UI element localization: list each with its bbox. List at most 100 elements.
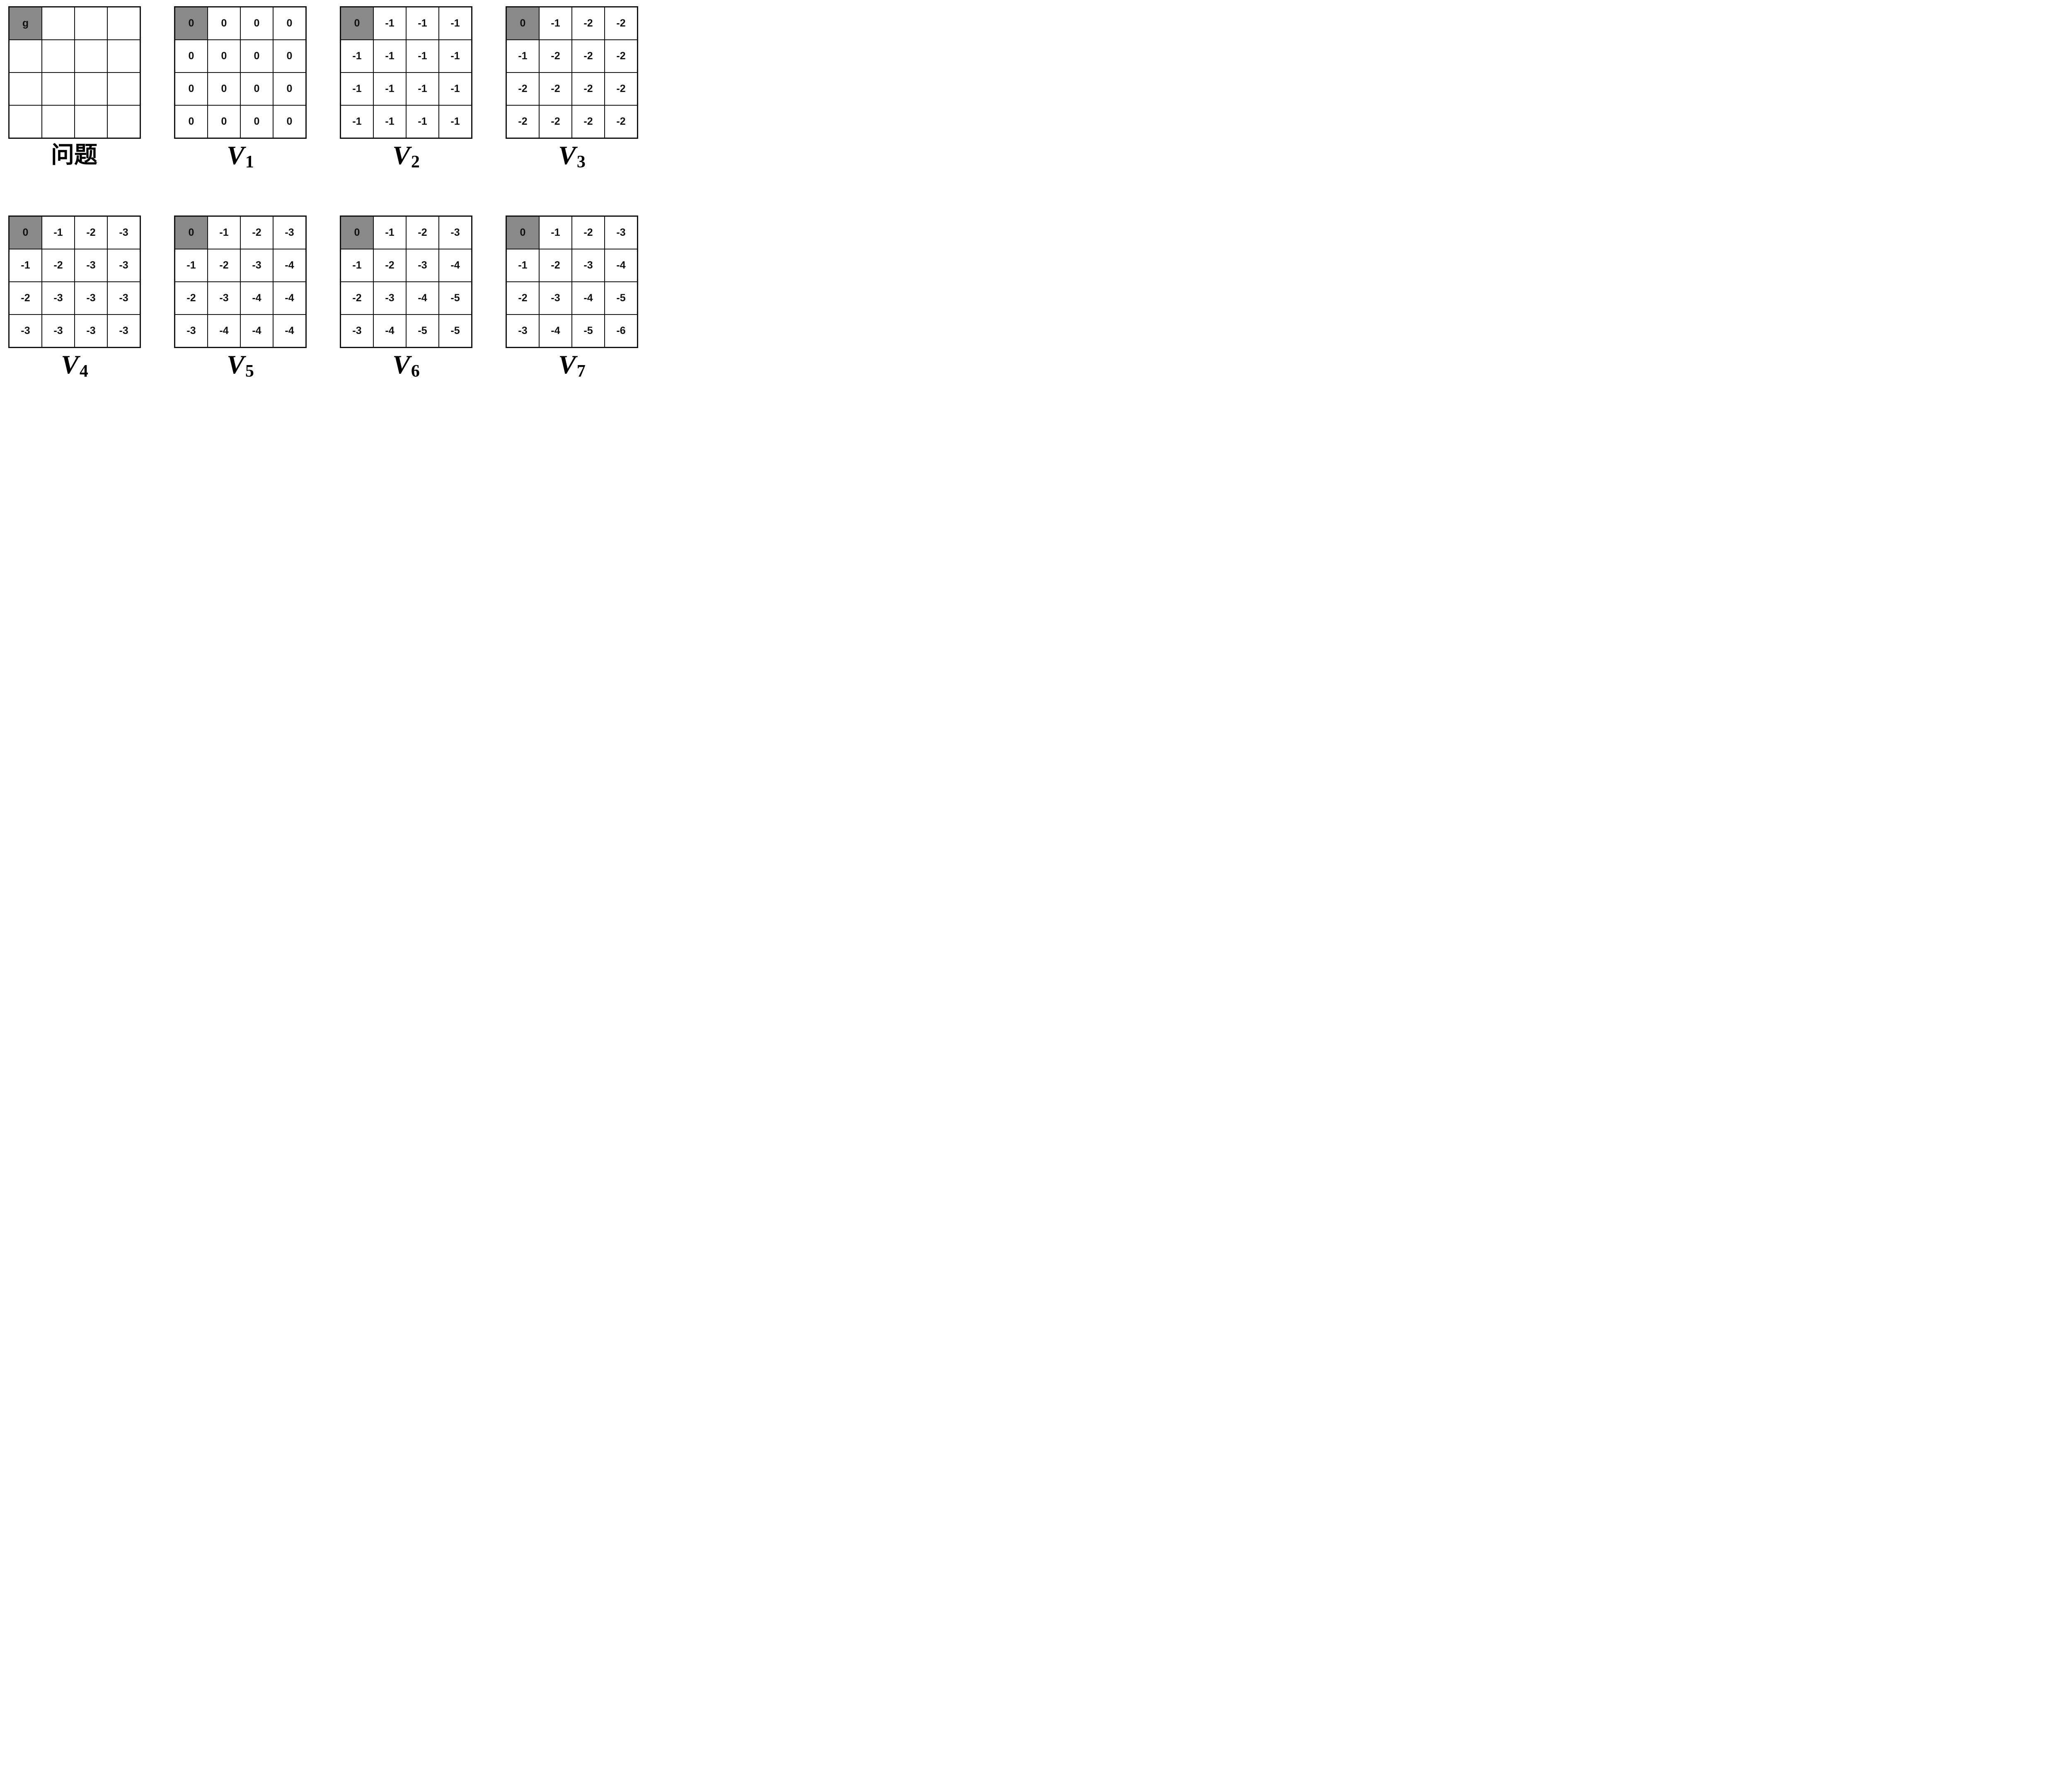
grid-cell: -3 <box>75 282 107 315</box>
grid-cell: 0 <box>273 40 306 73</box>
grid-cell: -4 <box>273 249 306 282</box>
label-text: V <box>227 140 244 170</box>
grid-cell: 0 <box>175 105 208 138</box>
goal-cell: 0 <box>175 7 208 40</box>
grid-cell: -3 <box>572 249 605 282</box>
grid-cell: -6 <box>605 315 637 347</box>
label-text: V <box>227 350 244 379</box>
grid-cell: -5 <box>406 315 439 347</box>
grid-cell: -3 <box>439 216 472 249</box>
label-subscript: 4 <box>79 362 88 381</box>
grid-cell <box>75 105 107 138</box>
grid-cell: -2 <box>240 216 273 249</box>
grid-cell: -1 <box>439 7 472 40</box>
grid-v6: 0-1-2-3-1-2-3-4-2-3-4-5-3-4-5-5 <box>340 215 472 348</box>
grid-cell: -4 <box>406 282 439 315</box>
grid-cell: -5 <box>439 282 472 315</box>
grid-cell: -3 <box>107 315 140 347</box>
grid-cell: 0 <box>273 73 306 105</box>
grid-cell: -2 <box>75 216 107 249</box>
label-text: 问题 <box>51 143 97 168</box>
grid-cell: -2 <box>406 216 439 249</box>
grid-cell: -2 <box>572 73 605 105</box>
goal-cell: g <box>9 7 42 40</box>
grid-cell: -3 <box>373 282 406 315</box>
label-text: V <box>558 140 576 170</box>
grid-v4: 0-1-2-3-1-2-3-3-2-3-3-3-3-3-3-3 <box>8 215 141 348</box>
label-subscript: 6 <box>411 362 420 381</box>
grid-cell: -1 <box>406 7 439 40</box>
grid-cell: -4 <box>240 282 273 315</box>
grid-cell: 0 <box>208 73 240 105</box>
grid-cell: -3 <box>42 282 75 315</box>
grid-cell: -4 <box>373 315 406 347</box>
grid-cell <box>75 73 107 105</box>
grid-cell <box>107 105 140 138</box>
grid-cell: -1 <box>373 40 406 73</box>
grid-cell: -2 <box>373 249 406 282</box>
grid-cell: -4 <box>240 315 273 347</box>
grid-cell: -3 <box>9 315 42 347</box>
grid-cell: -1 <box>406 105 439 138</box>
grid-cell: -1 <box>341 249 373 282</box>
label-subscript: 3 <box>576 152 586 172</box>
grid-cell: -1 <box>373 73 406 105</box>
grid-cell: 0 <box>175 40 208 73</box>
grid-cell: -2 <box>539 40 572 73</box>
grid-cell: -2 <box>506 282 539 315</box>
grid-cell <box>42 40 75 73</box>
grid-cell: -1 <box>439 40 472 73</box>
grid-cell: -2 <box>605 7 637 40</box>
goal-cell: 0 <box>9 216 42 249</box>
grid-cell: -5 <box>439 315 472 347</box>
grid-cell: -4 <box>273 282 306 315</box>
grid-cell: -2 <box>572 105 605 138</box>
grid-cell: -2 <box>605 73 637 105</box>
grid-cell: -1 <box>341 40 373 73</box>
grid-cell: -2 <box>539 249 572 282</box>
grid-cell: -3 <box>208 282 240 315</box>
grid-cell: -1 <box>373 105 406 138</box>
grid-cell: 0 <box>208 105 240 138</box>
grid-cell: 0 <box>273 105 306 138</box>
grid-cell: -1 <box>539 7 572 40</box>
grid-cell: -1 <box>373 7 406 40</box>
grid-cell: -1 <box>406 40 439 73</box>
grid-cell: -1 <box>506 249 539 282</box>
grid-cell: -4 <box>605 249 637 282</box>
grid-cell <box>42 7 75 40</box>
grid-cell: -3 <box>605 216 637 249</box>
grid-cell: -3 <box>107 282 140 315</box>
grid-cell: -2 <box>506 73 539 105</box>
grid-cell: -2 <box>9 282 42 315</box>
grid-cell: -1 <box>175 249 208 282</box>
grid-cell: -3 <box>240 249 273 282</box>
grid-cell: -4 <box>439 249 472 282</box>
grid-cell: -2 <box>506 105 539 138</box>
grid-cell: -2 <box>605 105 637 138</box>
grid-cell: 0 <box>273 7 306 40</box>
grid-cell: -3 <box>75 249 107 282</box>
grid-cell <box>9 105 42 138</box>
label-text: V <box>558 350 576 379</box>
grid-cell: -1 <box>539 216 572 249</box>
grid-cell: -3 <box>539 282 572 315</box>
goal-cell: 0 <box>506 216 539 249</box>
grid-cell <box>9 40 42 73</box>
grid-cell: -4 <box>539 315 572 347</box>
grid-cell: 0 <box>240 7 273 40</box>
grid-cell: -2 <box>605 40 637 73</box>
grid-cell: -1 <box>406 73 439 105</box>
grid-cell: -4 <box>208 315 240 347</box>
label-text: V <box>392 350 410 379</box>
